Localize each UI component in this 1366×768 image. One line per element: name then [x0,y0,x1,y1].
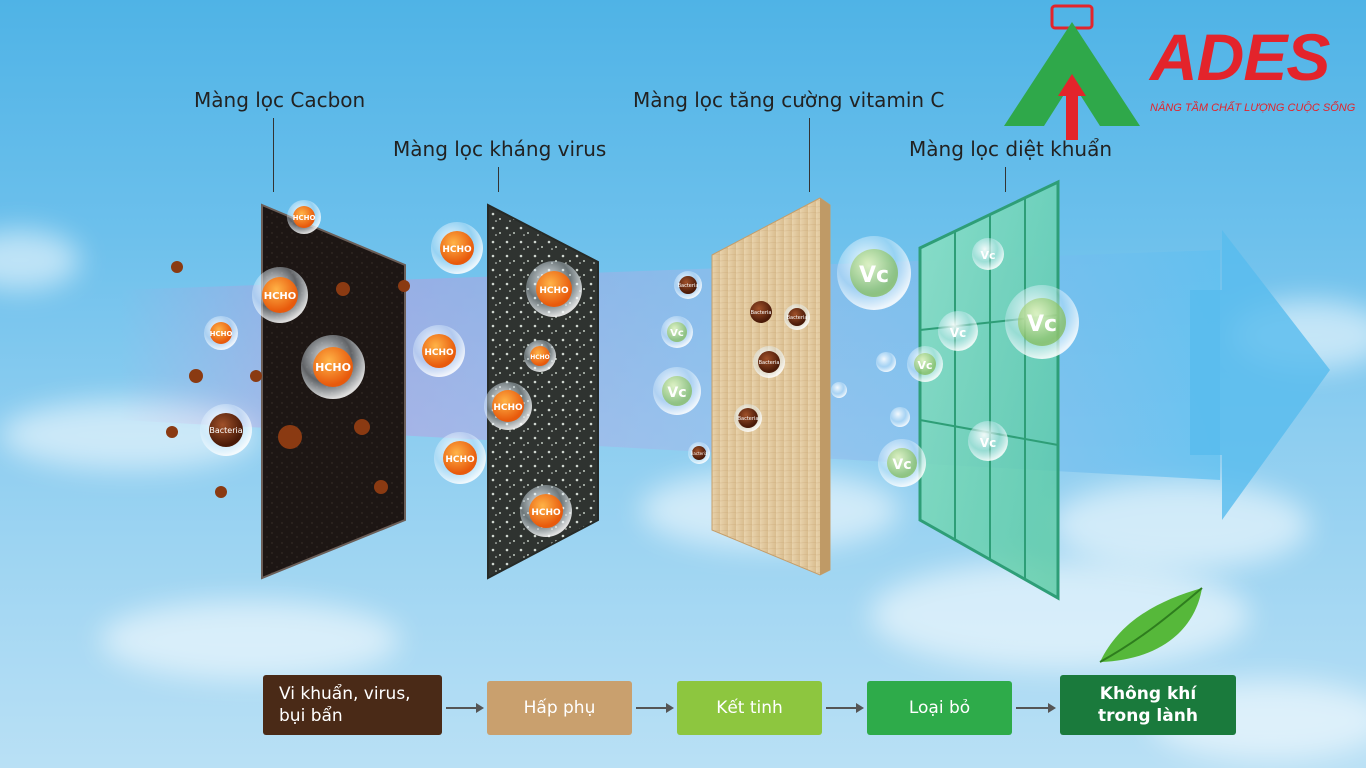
svg-text:Vc: Vc [1027,312,1057,337]
ades-logo[interactable]: ADES NÂNG TẦM CHẤT LƯỢNG CUỘC SỐNG [1000,4,1360,144]
svg-text:Vc: Vc [670,328,684,339]
svg-text:HCHO: HCHO [530,354,550,361]
dust-particles [166,261,410,498]
airflow-arrow [1190,230,1330,520]
bacteria-particles: Bacteria Bacteria Bacteria Bacteria Bact… [200,271,810,464]
step-adsorb: Hấp phụ [487,681,632,735]
svg-text:Bacteria: Bacteria [678,283,699,289]
svg-text:Bacteria: Bacteria [759,360,780,366]
flow-arrow-4 [1016,703,1056,713]
svg-text:HCHO: HCHO [445,455,475,465]
svg-text:HCHO: HCHO [424,348,454,358]
label-vitamin-c-filter: Màng lọc tăng cường vitamin C [633,88,945,112]
leaf-icon [1099,587,1203,663]
vitamin-c-filter [711,197,831,576]
label-carbon-filter: Màng lọc Cacbon [194,88,366,112]
svg-text:HCHO: HCHO [442,245,472,255]
label-antibacterial-filter: Màng lọc diệt khuẩn [909,137,1113,161]
flow-arrow-3 [826,703,864,713]
hcho-bubbles: HCHO HCHO HCHO HCHO HCHO HCHO HCHO HCHO … [204,200,582,537]
leader-antibacterial [1005,167,1006,192]
svg-text:HCHO: HCHO [315,361,351,374]
step-clean-air: Không khí trong lành [1060,675,1236,735]
svg-text:HCHO: HCHO [531,508,561,518]
label-antivirus-filter: Màng lọc kháng virus [393,137,607,161]
svg-text:Vc: Vc [917,359,932,372]
svg-text:HCHO: HCHO [293,214,316,222]
logo-mark-icon [1004,4,1140,140]
svg-text:HCHO: HCHO [493,403,523,413]
svg-text:Bacteria: Bacteria [738,416,759,422]
svg-text:HCHO: HCHO [210,330,233,338]
svg-text:Bacteria: Bacteria [209,426,242,435]
logo-tagline: NÂNG TẦM CHẤT LƯỢNG CUỘC SỐNG [1150,102,1356,114]
svg-text:Vc: Vc [980,249,995,262]
svg-text:HCHO: HCHO [264,291,297,302]
logo-text: ADES [1150,20,1330,94]
step-dirty-air: Vi khuẩn, virus, bụi bẩn [263,675,442,735]
leader-antivirus [498,167,499,192]
svg-text:HCHO: HCHO [539,286,569,296]
svg-text:Vc: Vc [980,436,996,450]
step-crystallize: Kết tinh [677,681,822,735]
leader-carbon [273,118,274,192]
step-remove: Loại bỏ [867,681,1012,735]
vitamin-c-bubbles: Vc Vc Vc Vc Vc Vc Vc Vc Vc [653,236,1079,487]
antibacterial-filter [918,179,1060,601]
flow-arrow-1 [446,703,484,713]
svg-text:Vc: Vc [950,326,966,340]
svg-text:Vc: Vc [859,263,889,288]
svg-text:Vc: Vc [892,457,911,473]
svg-text:Bacteria: Bacteria [787,315,808,321]
flow-arrow-2 [636,703,674,713]
svg-text:Bacteria: Bacteria [691,451,708,456]
leader-vitamin-c [809,118,810,192]
svg-text:Vc: Vc [667,385,686,401]
svg-text:Bacteria: Bacteria [751,310,772,316]
